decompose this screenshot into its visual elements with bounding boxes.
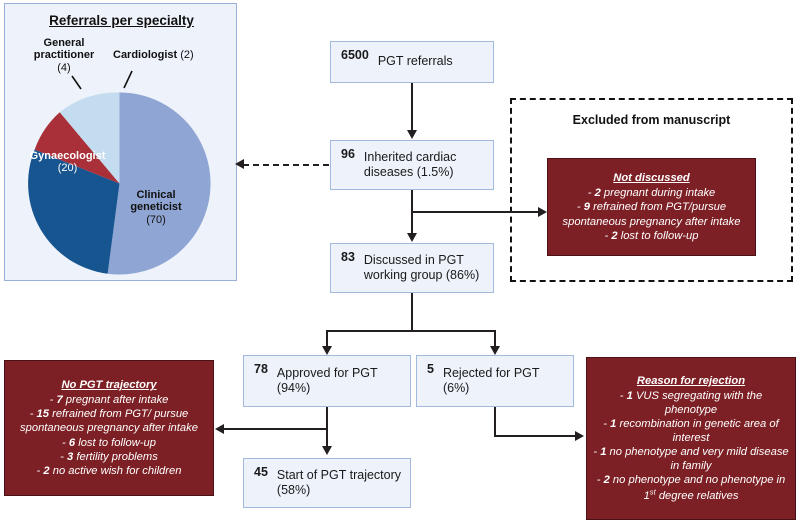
flow-box-approved-for-pgt[interactable]: 78 Approved for PGT (94%) bbox=[243, 355, 411, 407]
connector-split-right bbox=[494, 330, 496, 349]
flow-box-text: PGT referrals bbox=[377, 54, 453, 69]
flow-box-text: Rejected for PGT (6%) bbox=[442, 365, 540, 395]
connector-referrals-to-inherited bbox=[411, 83, 413, 131]
excluded-from-manuscript-region bbox=[510, 98, 793, 282]
connector-inherited-to-not-discussed bbox=[411, 211, 542, 213]
red-box-line: - 2 no phenotype and no phenotype in 1st… bbox=[596, 474, 786, 503]
flow-box-count: 78 bbox=[254, 362, 268, 376]
pie-label-cardiologist: Cardiologist (2) bbox=[113, 49, 194, 61]
arrowhead-left-pie bbox=[235, 159, 244, 169]
red-box-not-discussed[interactable]: Not discussed - 2 pregnant during intake… bbox=[547, 158, 756, 256]
red-box-line: - 1 VUS segregating with the phenotype bbox=[619, 389, 763, 416]
connector-rejected-stem bbox=[494, 407, 496, 437]
arrowhead-right-reason bbox=[575, 430, 584, 441]
pie-slice-cardiologist bbox=[59, 92, 120, 184]
connector-inherited-to-pie bbox=[243, 164, 329, 166]
red-box-title: Reason for rejection bbox=[636, 374, 746, 387]
flow-box-start-of-pgt-trajectory[interactable]: 45 Start of PGT trajectory (58%) bbox=[243, 458, 411, 508]
red-box-line: - 1 recombination in genetic area of int… bbox=[603, 417, 779, 445]
red-box-title: No PGT trajectory bbox=[61, 379, 157, 392]
arrowhead-left-no-trajectory bbox=[215, 423, 224, 434]
pie-chart bbox=[28, 92, 211, 275]
flow-box-discussed-in-pgt-working-group[interactable]: 83 Discussed in PGT working group (86%) bbox=[330, 243, 494, 293]
pie-label-clinical-geneticist: Clinical geneticist (70) bbox=[130, 189, 182, 226]
flow-box-count: 83 bbox=[341, 250, 355, 264]
connector-discussed-stem bbox=[411, 293, 413, 332]
red-box-no-pgt-trajectory[interactable]: No PGT trajectory - 7 pregnant after int… bbox=[4, 360, 214, 496]
pie-label-general-practitioner: General practitioner (4) bbox=[33, 37, 95, 74]
arrowhead-down-approved bbox=[321, 346, 332, 355]
flow-box-text: Inherited cardiac diseases (1.5%) bbox=[363, 149, 457, 179]
pie-label-gynaecologist: Gynaecologist (20) bbox=[29, 150, 106, 175]
arrowhead-down-rejected bbox=[489, 346, 500, 355]
red-box-reason-for-rejection[interactable]: Reason for rejection - 1 VUS segregating… bbox=[586, 357, 796, 520]
arrowhead-down bbox=[406, 233, 417, 242]
rejection-last-line-text: no phenotype and no phenotype in 1st deg… bbox=[612, 474, 786, 503]
red-box-line: - 7 pregnant after intake bbox=[49, 394, 169, 407]
flow-box-count: 45 bbox=[254, 465, 268, 479]
pie-svg bbox=[28, 92, 211, 275]
red-box-line: - 9 refrained from PGT/pursue spontaneou… bbox=[562, 201, 741, 228]
pie-chart-title: Referrals per specialty bbox=[49, 13, 194, 28]
connector-split-left bbox=[326, 330, 328, 349]
red-box-line: - 15 refrained from PGT/ pursue spontane… bbox=[20, 408, 198, 435]
flow-box-count: 5 bbox=[427, 362, 434, 376]
flow-box-text: Discussed in PGT working group (86%) bbox=[363, 252, 480, 282]
pie-slice-general-practitioner bbox=[34, 112, 120, 184]
flow-box-rejected-for-pgt[interactable]: 5 Rejected for PGT (6%) bbox=[416, 355, 574, 407]
red-box-line: - 3 fertility problems bbox=[60, 450, 158, 463]
flow-box-text: Approved for PGT (94%) bbox=[276, 365, 378, 395]
excluded-region-title: Excluded from manuscript bbox=[572, 113, 731, 127]
connector-rejected-to-reason bbox=[494, 435, 578, 437]
connector-approved-to-start bbox=[326, 407, 328, 448]
connector-split-bar bbox=[326, 330, 496, 332]
red-box-line: - 2 pregnant during intake bbox=[587, 187, 716, 200]
pie-slice-gynaecologist bbox=[28, 149, 120, 274]
pie-slice-clinical-geneticist bbox=[107, 92, 211, 275]
red-box-title: Not discussed bbox=[613, 172, 690, 185]
flow-box-count: 6500 bbox=[341, 48, 369, 62]
red-box-line: - 6 lost to follow-up bbox=[62, 436, 156, 449]
arrowhead-right-not-discussed bbox=[538, 206, 547, 217]
referrals-pie-panel: Referrals per specialty General practiti… bbox=[4, 3, 237, 281]
flow-box-inherited-cardiac-diseases[interactable]: 96 Inherited cardiac diseases (1.5%) bbox=[330, 140, 494, 190]
arrowhead-down-start bbox=[321, 446, 332, 455]
arrowhead-down bbox=[406, 130, 417, 139]
connector-approved-to-no-trajectory bbox=[224, 428, 328, 430]
flow-box-text: Start of PGT trajectory (58%) bbox=[276, 467, 402, 497]
red-box-line: - 2 no active wish for children bbox=[36, 464, 182, 477]
red-box-line: - 2 lost to follow-up bbox=[604, 229, 699, 242]
flow-box-count: 96 bbox=[341, 147, 355, 161]
red-box-line: - 1 no phenotype and very mild disease i… bbox=[593, 446, 789, 473]
flow-box-pgt-referrals[interactable]: 6500 PGT referrals bbox=[330, 41, 494, 83]
